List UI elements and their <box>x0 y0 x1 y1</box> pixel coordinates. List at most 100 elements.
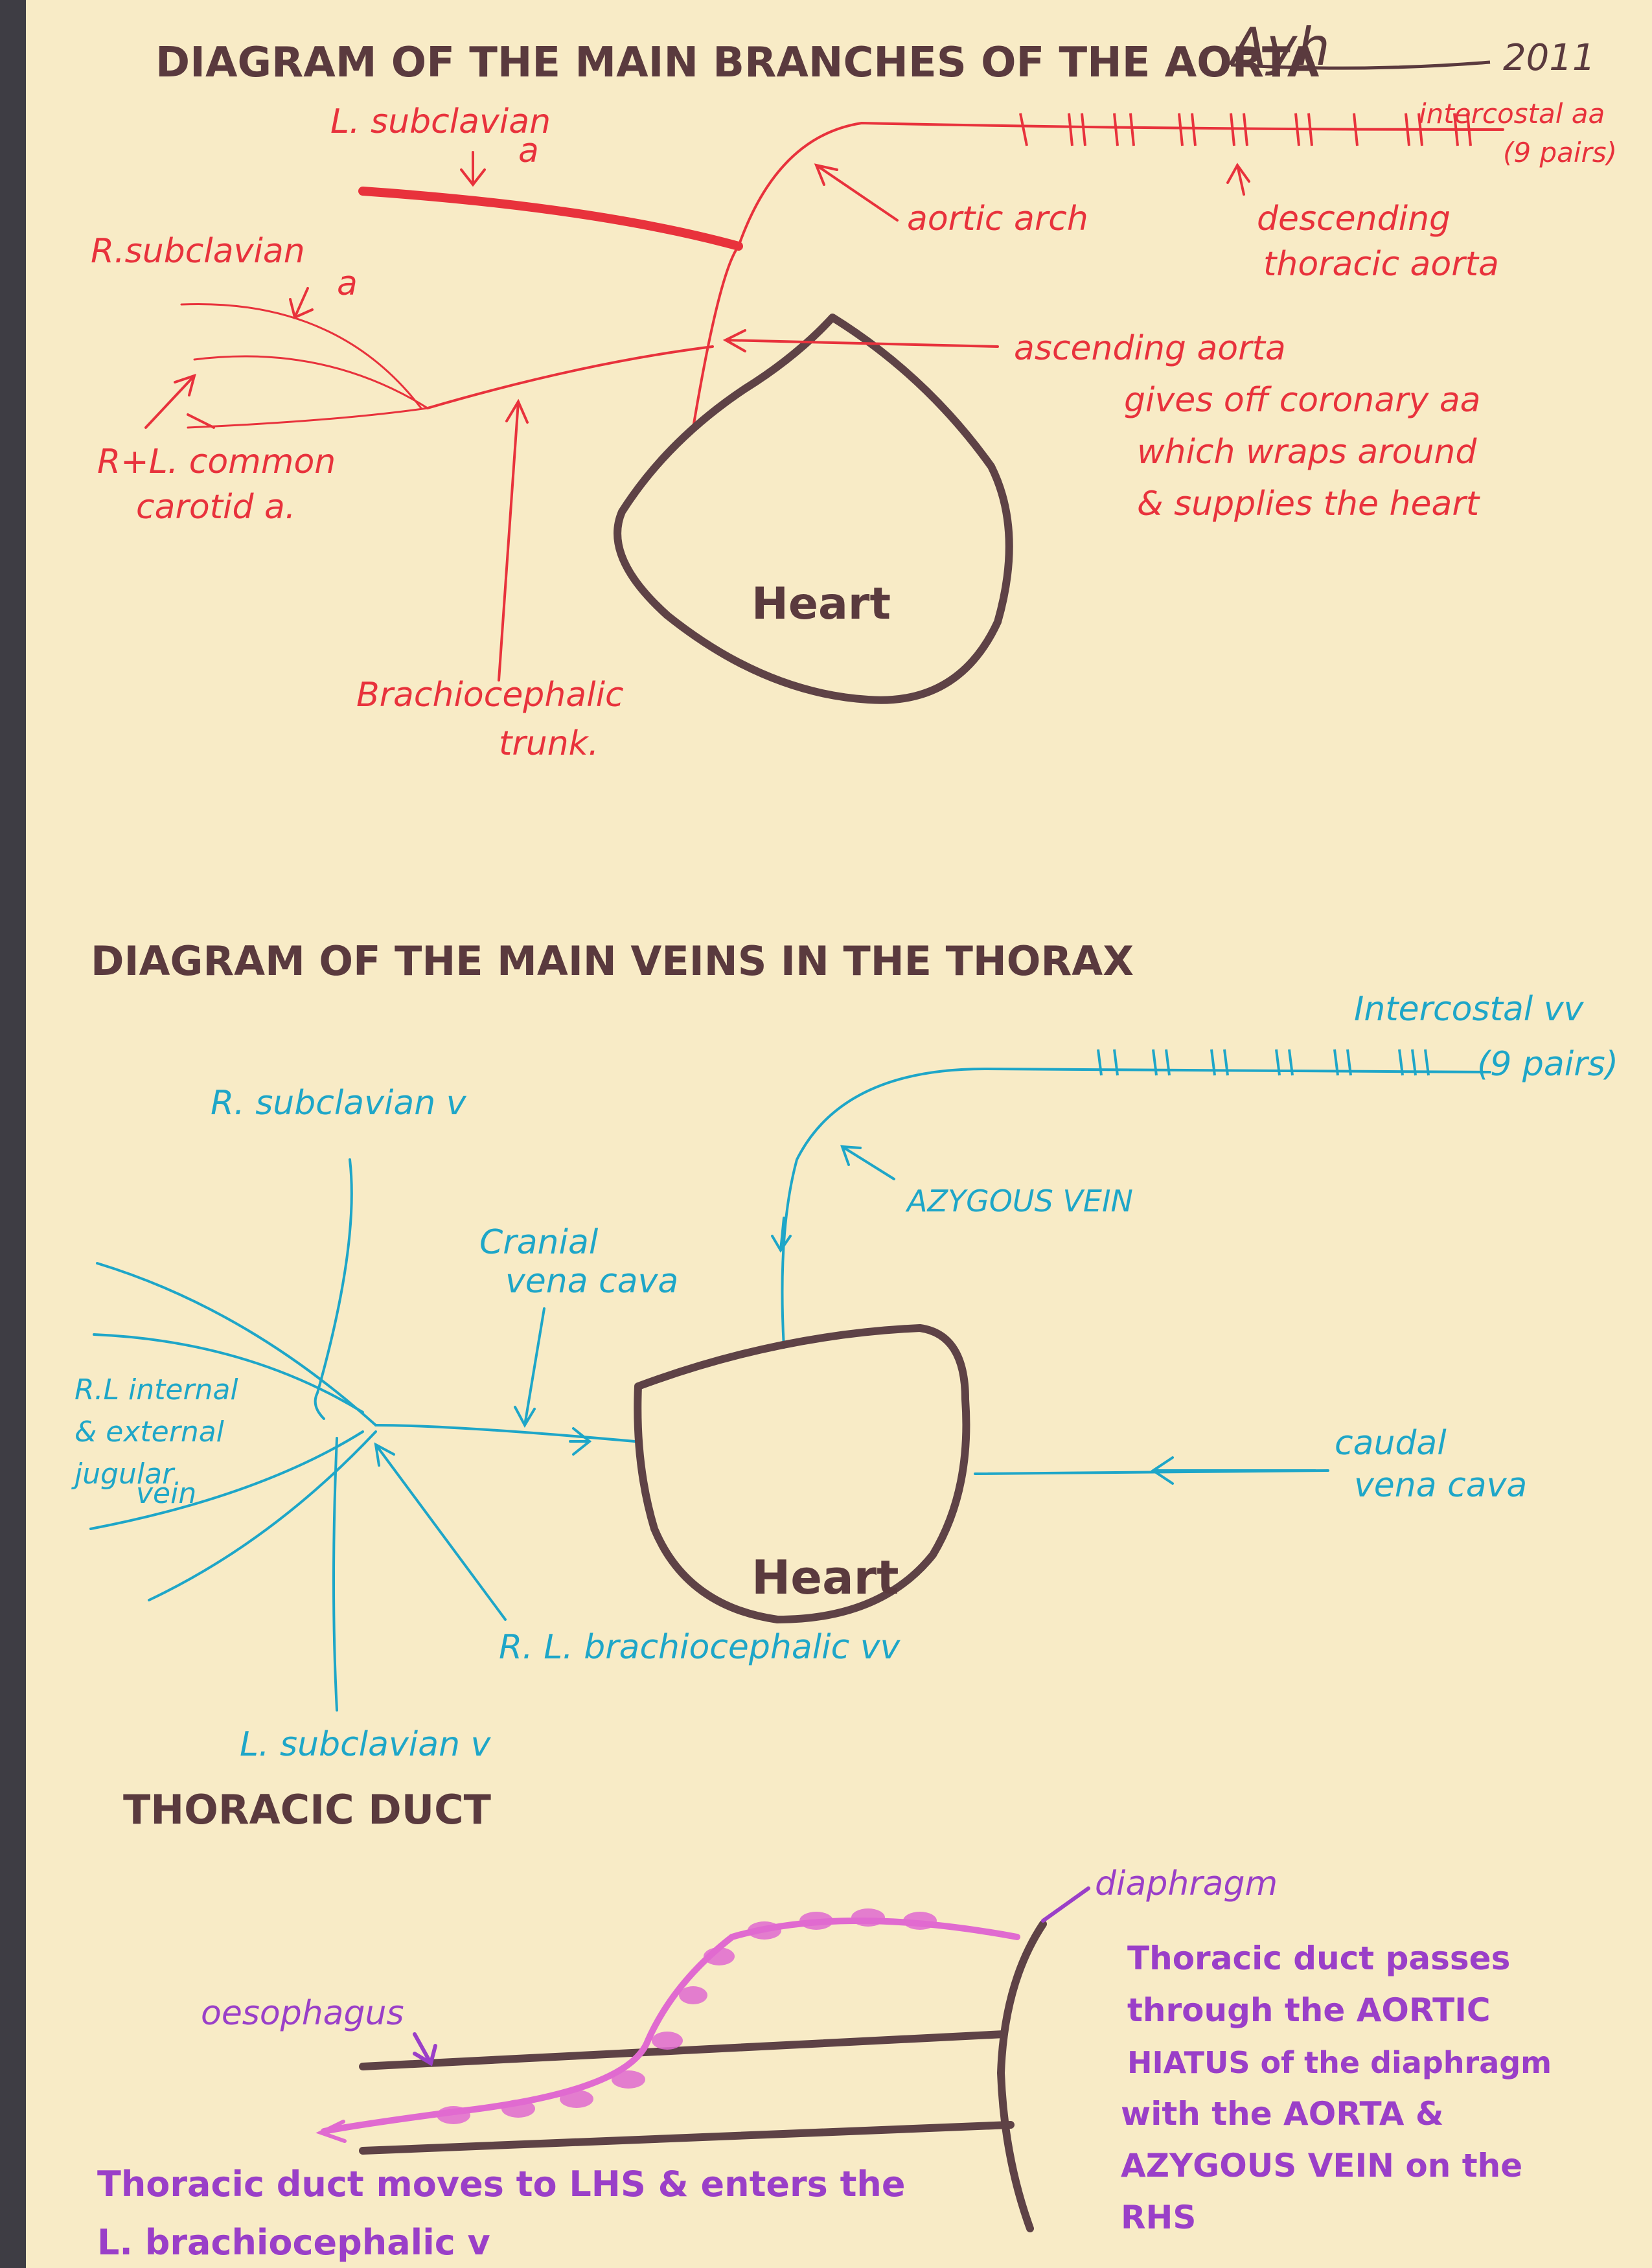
oesophagus-upper-wall <box>359 2030 1008 2070</box>
arrow-common-carotid <box>144 373 215 429</box>
arrow-ascending-aorta <box>722 329 999 352</box>
thoracic-duct-path <box>321 1918 1020 2135</box>
label-brachiocephalic-vv: R. L. brachiocephalic vv <box>499 1628 901 1667</box>
label-ascending-2: gives off coronary aa <box>1124 381 1481 420</box>
label-azygous-vein: AZYGOUS VEIN <box>905 1184 1133 1219</box>
r-subclavian-artery <box>180 303 422 409</box>
arrow-cranial-vena-cava <box>514 1307 545 1428</box>
cranial-vena-cava <box>374 1424 636 1443</box>
duct-arrow-head <box>315 2120 347 2143</box>
arrow-descending-aorta <box>1226 163 1250 196</box>
aorta-vessels <box>180 121 1504 429</box>
label-intercostal-aa: intercostal aa <box>1419 98 1605 130</box>
arrow-azygous <box>840 1145 895 1180</box>
label-diaphragm: diaphragm <box>1095 1864 1278 1903</box>
duct-labels: diaphragm oesophagus <box>201 1864 1278 2033</box>
label-ascending-4: & supplies the heart <box>1137 485 1480 523</box>
thoracic-duct-drawing <box>315 1918 1047 2232</box>
label-common-carotid-1: R+L. common <box>97 442 336 481</box>
r-common-carotid <box>193 355 429 409</box>
label-r-subclavian-a: a <box>337 264 358 303</box>
note-bottom-1: Thoracic duct moves to LHS & enters the <box>97 2164 905 2205</box>
duct-note-bottom: Thoracic duct moves to LHS & enters the … <box>97 2164 905 2263</box>
arrow-azygous-down <box>771 1217 792 1253</box>
veins-diagram-title: DIAGRAM OF THE MAIN VEINS IN THE THORAX <box>91 937 1134 985</box>
label-caudal-2: vena cava <box>1354 1466 1527 1505</box>
heart-outline-aorta <box>614 314 1013 704</box>
note-right-6: RHS <box>1121 2199 1196 2236</box>
label-intercostal-vv-pairs: (9 pairs) <box>1477 1045 1618 1084</box>
label-brachiocephalic-1: Brachiocephalic <box>356 676 624 715</box>
jugular-vein-4 <box>148 1430 377 1601</box>
arrow-oesophagus <box>413 2032 437 2067</box>
label-ascending-3: which wraps around <box>1137 433 1477 472</box>
heart-label-aorta: Heart <box>751 578 891 630</box>
label-cranial-vena-cava-1: Cranial <box>479 1223 599 1262</box>
intercostal-veins-ticks <box>1097 1049 1430 1076</box>
heart-label-veins: Heart <box>751 1550 899 1605</box>
label-l-subclavian-v: L. subclavian v <box>240 1725 492 1764</box>
jugular-vein-3 <box>89 1430 364 1530</box>
note-right-1: Thoracic duct passes <box>1127 1940 1510 1977</box>
aorta-labels: L. subclavian a R.subclavian a R+L. comm… <box>91 98 1617 763</box>
diaphragm-line <box>996 1920 1047 2232</box>
azygous-vein <box>781 1067 1491 1349</box>
note-right-3: HIATUS of the diaphragm <box>1127 2045 1552 2080</box>
label-common-carotid-2: carotid a. <box>136 488 295 527</box>
aortic-arch-vessel <box>692 121 1504 429</box>
l-subclavian-vein <box>332 1437 338 1712</box>
label-ascending-1: ascending aorta <box>1014 329 1286 368</box>
label-aortic-arch: aortic arch <box>907 200 1088 238</box>
label-descending-1: descending <box>1257 200 1451 238</box>
paper <box>26 0 1652 2268</box>
aorta-diagram-title: DIAGRAM OF THE MAIN BRANCHES OF THE AORT… <box>155 39 1320 87</box>
oesophagus-lower-wall <box>359 2121 1015 2155</box>
veins-labels: Intercostal vv (9 pairs) R. subclavian v… <box>71 990 1618 1764</box>
label-jugular-4: vein <box>136 1477 196 1510</box>
arrow-brachiocephalic-vv <box>374 1442 507 1621</box>
note-right-4: with the AORTA & <box>1121 2095 1443 2133</box>
jugular-vein-1 <box>96 1262 377 1426</box>
label-jugular-3: jugular <box>71 1458 176 1491</box>
duct-arrows <box>413 1886 1090 2067</box>
label-cranial-vena-cava-2: vena cava <box>505 1262 678 1301</box>
label-intercostal-vv: Intercostal vv <box>1354 990 1585 1029</box>
label-intercostal-pairs: (9 pairs) <box>1503 137 1617 168</box>
label-descending-2: thoracic aorta <box>1263 245 1499 284</box>
duct-beads <box>437 1908 937 2124</box>
label-l-subclavian-a: a <box>518 132 539 170</box>
note-bottom-2: L. brachiocephalic v <box>97 2222 490 2263</box>
aorta-arrows <box>144 151 1250 682</box>
l-subclavian-artery <box>358 187 743 251</box>
intercostal-arteries-ticks <box>1019 113 1472 146</box>
thoracic-duct-title: THORACIC DUCT <box>123 1786 491 1833</box>
arrow-aortic-arch <box>814 163 899 222</box>
arrow-r-subclavian <box>289 287 314 319</box>
label-oesophagus: oesophagus <box>201 1994 404 2033</box>
brachiocephalic-vessel <box>426 345 714 409</box>
label-jugular-1: R.L internal <box>75 1373 238 1406</box>
label-caudal-1: caudal <box>1335 1424 1447 1463</box>
r-subclavian-vein <box>314 1158 353 1420</box>
arrow-l-subclavian <box>460 151 486 187</box>
duct-note-right: Thoracic duct passes through the AORTIC … <box>1121 1940 1552 2236</box>
label-l-subclavian: L. subclavian <box>330 102 551 141</box>
veins-arrows <box>374 1145 1316 1621</box>
arrow-into-heart <box>569 1427 592 1456</box>
jugular-vein-2 <box>93 1333 364 1414</box>
note-right-2: through the AORTIC <box>1127 1991 1491 2029</box>
label-r-subclavian: R.subclavian <box>91 232 305 271</box>
l-common-carotid <box>187 407 429 429</box>
arrow-caudal-vena-cava <box>1151 1456 1316 1485</box>
signature-underline <box>1230 60 1491 70</box>
heart-outline-veins <box>634 1324 970 1623</box>
label-r-subclavian-v: R. subclavian v <box>211 1084 467 1123</box>
year: 2011 <box>1503 37 1596 79</box>
binder-edge <box>0 0 26 2268</box>
label-jugular-2: & external <box>75 1415 225 1449</box>
note-right-5: AZYGOUS VEIN on the <box>1121 2147 1522 2184</box>
label-brachiocephalic-2: trunk. <box>499 724 599 763</box>
arrow-diaphragm <box>1041 1886 1090 1923</box>
arrow-brachiocephalic <box>498 398 529 682</box>
